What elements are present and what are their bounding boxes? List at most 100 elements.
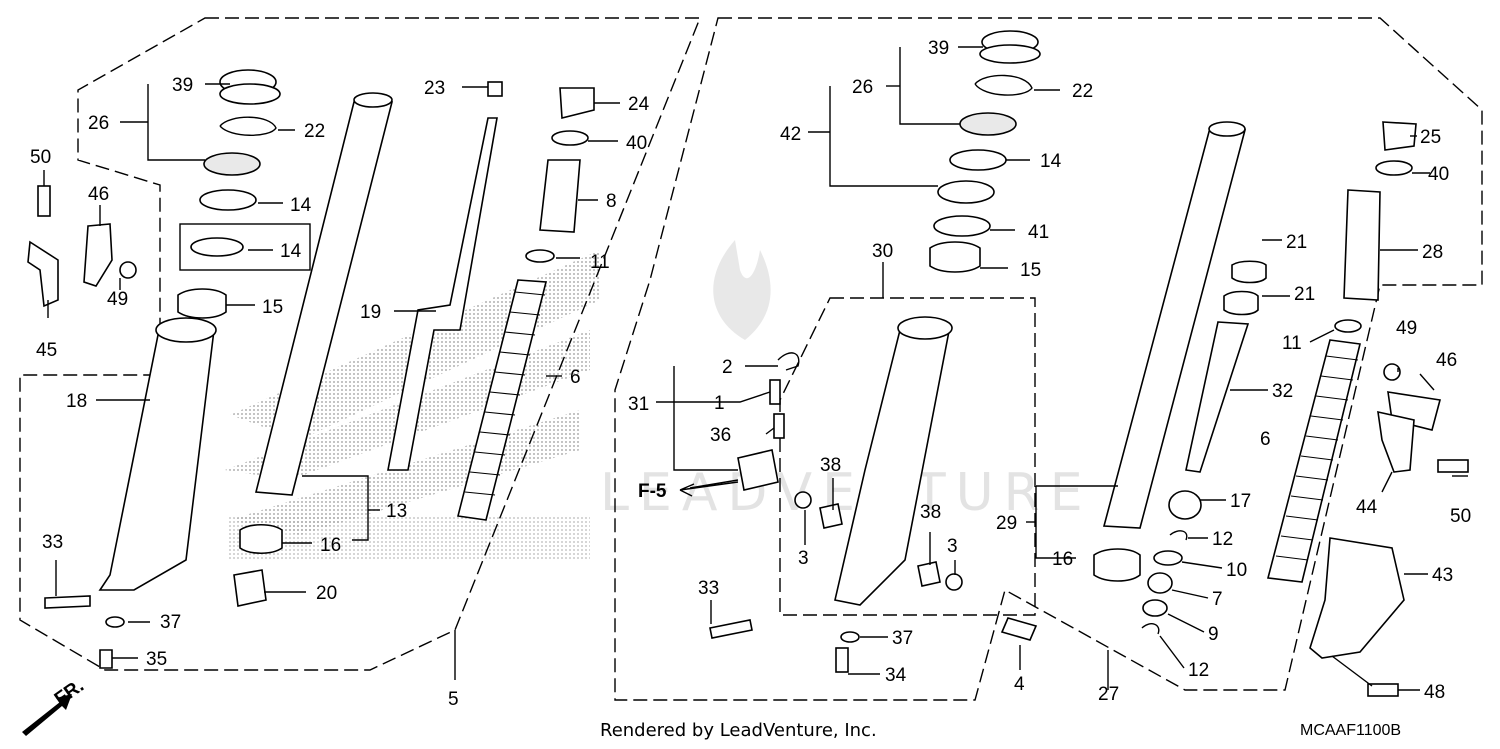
callout-50-right: 50 [1450, 506, 1471, 527]
part-11-washer-right [1334, 319, 1362, 333]
part-15-right [929, 241, 981, 273]
callout-43: 43 [1432, 565, 1453, 586]
callout-18: 18 [66, 391, 87, 412]
spring-coils-right [1275, 355, 1359, 561]
callout-27: 27 [1098, 684, 1119, 705]
callout-25: 25 [1420, 127, 1441, 148]
fr-arrow-icon [22, 694, 72, 736]
callout-10: 10 [1226, 560, 1247, 581]
callout-12-a: 12 [1212, 529, 1233, 550]
callout-38-a: 38 [820, 455, 841, 476]
f5-arrow [679, 481, 739, 497]
part-33-bolt-right [709, 619, 753, 639]
callout-24: 24 [628, 94, 650, 115]
part-22-left [219, 116, 277, 136]
part-18-top [155, 317, 217, 343]
part-25-cap [1382, 121, 1417, 151]
part-39-left-lower [219, 83, 281, 105]
part-16-left [239, 523, 283, 555]
callout-44: 44 [1356, 497, 1378, 518]
part-1-bolt [769, 379, 781, 405]
part-26-left [203, 152, 261, 176]
part-49-nut [119, 261, 137, 279]
part-33-bolt-left [44, 595, 91, 609]
callout-6-left: 6 [570, 367, 581, 388]
callout-12-b: 12 [1188, 660, 1209, 681]
part-21-bushing-b [1223, 290, 1259, 316]
part-50-bolt-right [1437, 459, 1469, 473]
callout-11-right: 11 [1282, 333, 1302, 354]
part-20-piece [233, 569, 267, 607]
part-6-spring-right [1266, 339, 1361, 583]
callout-14-left-b: 14 [280, 241, 302, 262]
part-24-cap [559, 87, 595, 120]
callout-38-b: 38 [920, 502, 941, 523]
callout-21-a: 21 [1286, 232, 1307, 253]
part-30-top [897, 316, 953, 340]
part-28-spacer [1343, 189, 1381, 301]
part-7-spring [1147, 572, 1173, 594]
part-50-left [37, 185, 51, 217]
callout-40-left: 40 [626, 133, 647, 154]
part-3-washer-a [794, 491, 812, 509]
part-31-bracket [737, 449, 779, 491]
part-45-bracket [27, 240, 59, 308]
callout-28: 28 [1422, 242, 1443, 263]
callout-50-left: 50 [30, 147, 51, 168]
callout-3-a: 3 [798, 548, 809, 569]
part-37-washer-left [105, 616, 125, 628]
callout-2: 2 [722, 357, 733, 378]
part-2-clip [777, 352, 800, 371]
callout-33-right: 33 [698, 578, 719, 599]
part-37-washer-right [840, 631, 860, 643]
callout-49-right: 49 [1396, 318, 1417, 339]
callout-42: 42 [780, 124, 801, 145]
callout-1: 1 [714, 393, 725, 414]
part-34-bolt [835, 647, 849, 673]
part-43-bracket [1309, 537, 1405, 659]
callout-33-left: 33 [42, 532, 63, 553]
part-22-right [974, 74, 1033, 96]
callout-4: 4 [1014, 674, 1025, 695]
callout-45: 45 [36, 340, 57, 361]
callout-8: 8 [606, 191, 617, 212]
callout-13: 13 [386, 501, 407, 522]
callout-7: 7 [1212, 589, 1223, 610]
part-32-cartridge [1185, 321, 1250, 473]
callout-15-right: 15 [1020, 260, 1041, 281]
callout-21-b: 21 [1294, 284, 1315, 305]
callout-20: 20 [316, 583, 337, 604]
callout-22-right: 22 [1072, 81, 1093, 102]
callout-23: 23 [424, 78, 445, 99]
callout-48: 48 [1424, 682, 1445, 703]
part-40-oring-right [1375, 160, 1413, 176]
callout-39-right: 39 [928, 38, 949, 59]
part-14-left-a [199, 189, 257, 211]
part-40-oring-left [551, 130, 589, 146]
callout-39-left: 39 [172, 75, 193, 96]
footer-credit: Rendered by LeadVenture, Inc. [600, 720, 877, 741]
part-35-bolt [99, 649, 113, 669]
part-4-pin [1000, 617, 1038, 641]
callout-14-left-a: 14 [290, 195, 312, 216]
group-border-30 [779, 297, 1036, 616]
part-6-spring-left [457, 279, 548, 521]
part-48-bolt [1367, 683, 1399, 697]
part-14-right [949, 149, 1007, 171]
callout-labels: 39 26 22 14 14 15 50 46 49 45 18 33 37 3… [30, 38, 1471, 710]
callout-16-right: 16 [1052, 549, 1073, 570]
callout-22-left: 22 [304, 121, 325, 142]
callout-46-left: 46 [88, 184, 109, 205]
part-8-spacer [539, 159, 581, 233]
callout-5: 5 [448, 689, 459, 710]
spring-coils-left [464, 291, 546, 496]
callout-3-b: 3 [947, 536, 958, 557]
box-part-14 [179, 223, 311, 271]
callout-6-right: 6 [1260, 429, 1271, 450]
callout-49-left: 49 [107, 289, 128, 310]
part-19-damper-rod [387, 117, 498, 471]
callout-11-left: 11 [590, 252, 610, 273]
callout-29: 29 [996, 513, 1017, 534]
callout-35: 35 [146, 649, 167, 670]
